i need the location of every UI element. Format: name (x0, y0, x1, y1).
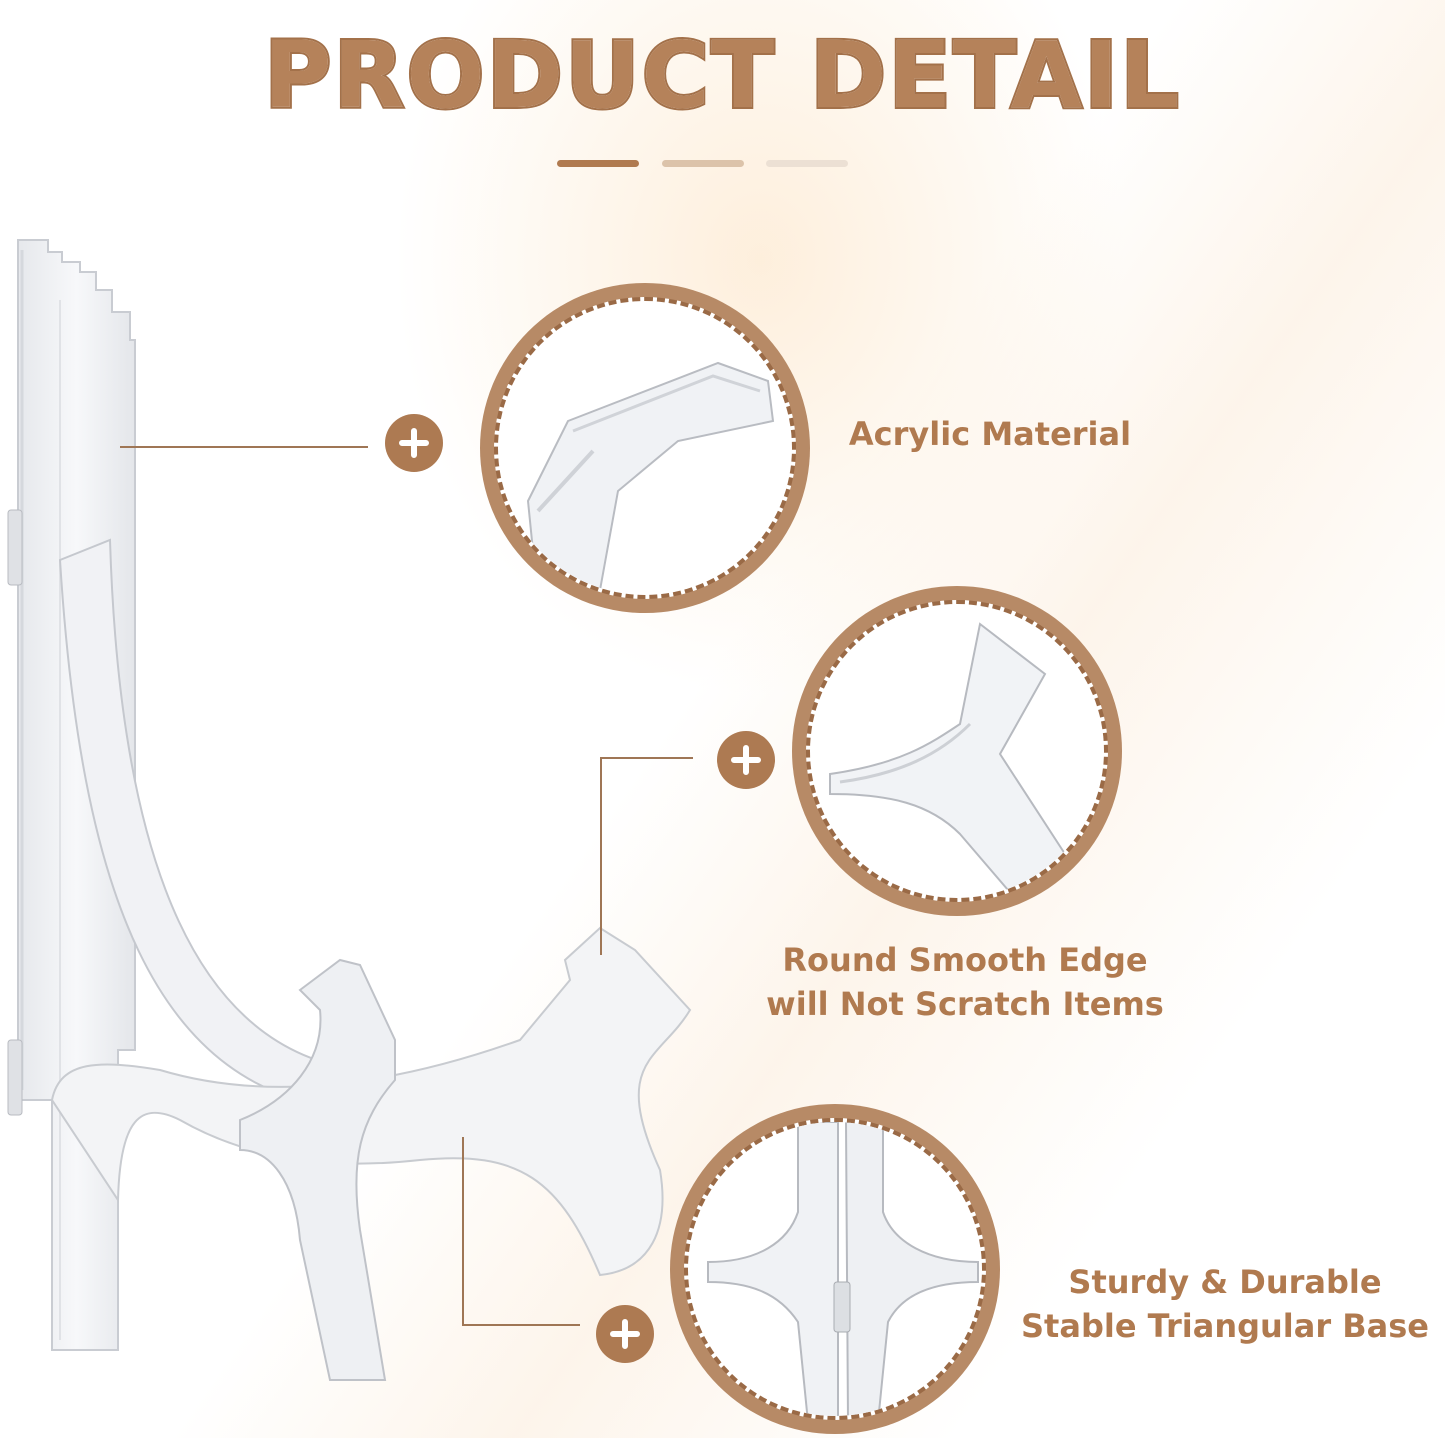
detail-circle-base (670, 1104, 1000, 1434)
feature-label-edge: Round Smooth Edge will Not Scratch Items (740, 938, 1190, 1026)
title-divider-1 (557, 160, 639, 167)
feature-label-base-line2: Stable Triangular Base (1021, 1307, 1429, 1345)
detail-circle-inner (806, 600, 1108, 902)
title-divider-2 (662, 160, 744, 167)
smooth-edge-closeup (829, 622, 1067, 898)
detail-circle-inner (494, 297, 796, 599)
feature-label-edge-line1: Round Smooth Edge (782, 941, 1148, 979)
leader-line-1 (120, 446, 368, 448)
leader-line-2-h (601, 757, 693, 759)
acrylic-edge-closeup (526, 361, 775, 595)
detail-circle-inner (684, 1118, 986, 1420)
feature-label-edge-line2: will Not Scratch Items (766, 985, 1164, 1023)
plus-icon[interactable] (717, 731, 775, 789)
title-divider-3 (766, 160, 848, 167)
feature-label-acrylic: Acrylic Material (848, 415, 1132, 453)
leader-line-2-v (600, 757, 602, 955)
detail-circle-edge (792, 586, 1122, 916)
page-title: PRODUCT DETAIL (262, 20, 1181, 131)
feature-label-base: Sturdy & Durable Stable Triangular Base (1005, 1260, 1445, 1348)
triangular-base-closeup (707, 1122, 979, 1416)
feature-label-base-line1: Sturdy & Durable (1068, 1263, 1382, 1301)
leader-line-3-v (462, 1137, 464, 1325)
leader-line-3-h (462, 1324, 580, 1326)
plus-icon[interactable] (596, 1305, 654, 1363)
detail-circle-acrylic (480, 283, 810, 613)
plus-icon[interactable] (385, 414, 443, 472)
